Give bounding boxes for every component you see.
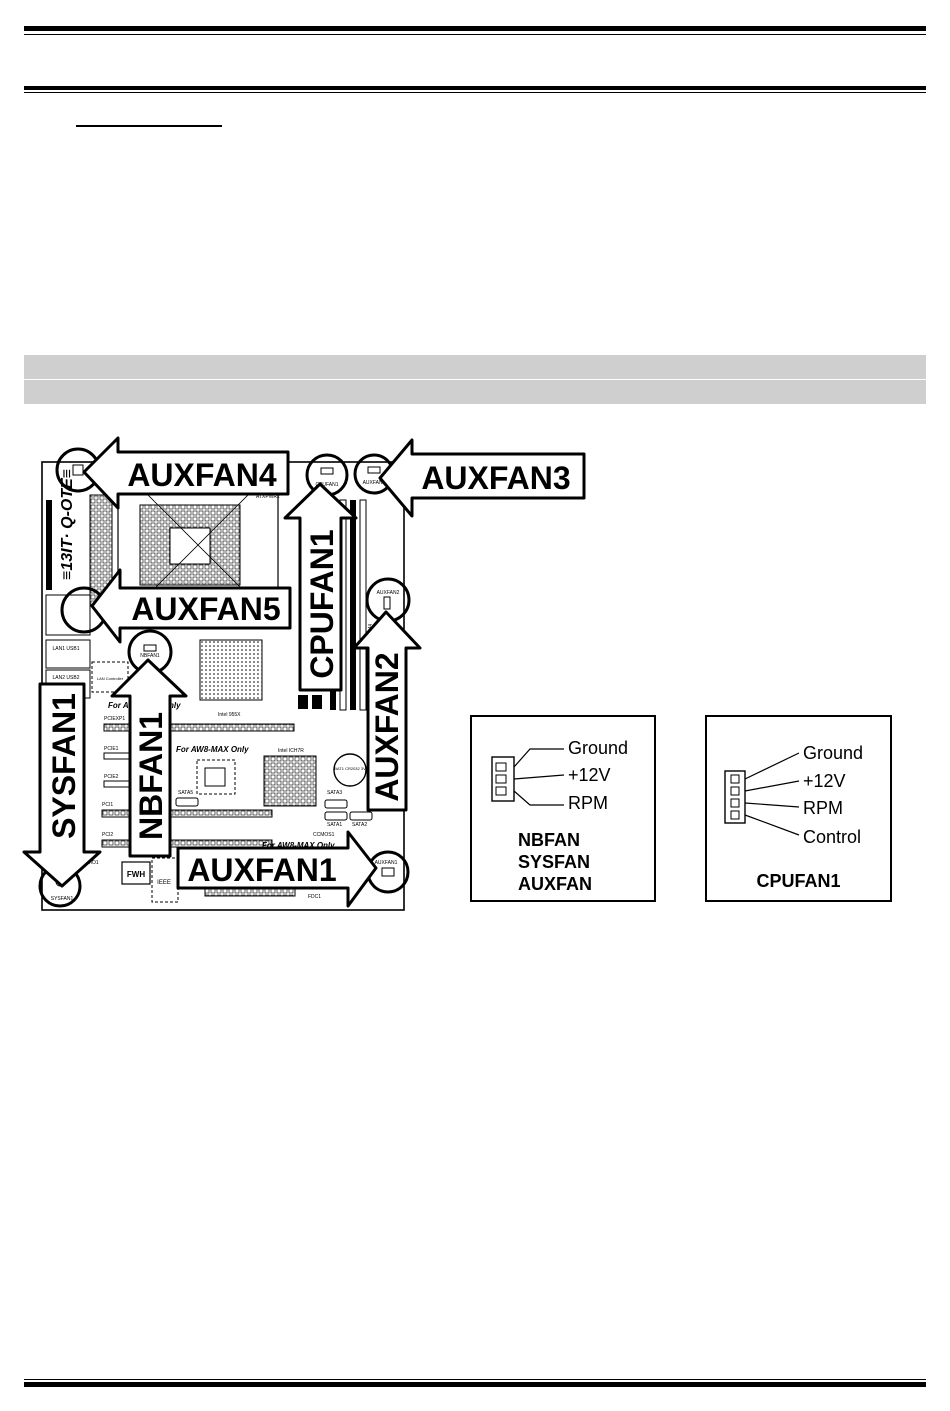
northbridge-heatsink [199, 639, 263, 701]
cpufan1-arrow [283, 482, 358, 692]
auxfan4-arrow [82, 436, 290, 510]
ieee-label: IEEE [157, 880, 171, 886]
top-rule-thin [24, 34, 926, 35]
sata1-port [324, 811, 348, 821]
motherboard-fan-diagram: LAN1 USB1 LAN2 USB2 ≡13IT· Q-OTE≡ ATXPWR… [22, 436, 586, 911]
auxfan1-callout: AUXFAN1 [187, 852, 336, 888]
io-usb [45, 594, 91, 636]
nbfan1-arrow [110, 658, 188, 858]
sata5-label: SATA5 [178, 790, 193, 796]
lan1-label: LAN1 USB1 [53, 646, 80, 652]
southbridge-chip [263, 755, 317, 807]
sata3-port [324, 799, 348, 809]
auxfan2-callout: AUXFAN2 [369, 652, 405, 801]
three-pin-rpm: RPM [568, 793, 608, 813]
four-pin-control: Control [803, 827, 861, 847]
sata5-port [175, 797, 199, 807]
cmos-label: CCMOS1 [313, 832, 335, 838]
auxfan3-callout: AUXFAN3 [421, 460, 570, 496]
sysfan1-callout: SYSFAN1 [46, 693, 82, 839]
bottom-rule-thick [24, 1382, 926, 1387]
four-pin-12v: +12V [803, 771, 846, 791]
dimm-slot-3 [350, 500, 356, 710]
three-pin-name-auxfan: AUXFAN [518, 874, 593, 894]
bottom-rule-thin [24, 1379, 926, 1380]
ich7r-label: Intel ICH7R [278, 748, 304, 754]
four-pin-rpm: RPM [803, 798, 843, 818]
pciex16-label: PCIEXP1 [104, 716, 125, 722]
three-pin-name-sysfan: SYSFAN [518, 852, 591, 872]
lan2-label: LAN2 USB2 [53, 675, 80, 681]
three-pin-names: NBFAN SYSFAN AUXFAN [518, 829, 592, 895]
cpufan1-callout: CPUFAN1 [304, 529, 340, 678]
sysfan1-arrow [22, 682, 102, 888]
auxfan1-arrow [176, 830, 378, 908]
auxfan5-callout: AUXFAN5 [131, 591, 280, 627]
aw8-only-label-3: For AW8-MAX Only [262, 841, 335, 850]
cpu-socket-core [169, 527, 211, 565]
ieee-box [151, 857, 179, 903]
pcie2-label: PCIE2 [104, 774, 119, 780]
cmos-battery [333, 753, 367, 787]
three-pin-ground: Ground [568, 738, 628, 758]
four-pin-connector-diagram: Ground +12V RPM Control [724, 743, 863, 847]
pcie-x16-slot [103, 723, 295, 732]
auxfan2-arrow [352, 610, 422, 812]
top-rule-thick [24, 26, 926, 31]
fwh-label: FWH [127, 870, 145, 879]
header-rule-thin [24, 92, 926, 93]
sata3-label: SATA3 [327, 790, 342, 796]
sata2-label: SATA2 [352, 822, 367, 828]
four-pin-pinout-box: Ground +12V RPM Control CPUFAN1 [705, 715, 892, 902]
sata2-port [349, 811, 373, 821]
auxfan3-small-label: AUXFAN3 [363, 480, 386, 486]
fdc-label: FDC1 [308, 894, 321, 900]
lan-controller-label: LAN Controller [97, 676, 124, 681]
pci1-label: PCI1 [102, 802, 113, 808]
brand-silkscreen: ≡13IT· Q-OTE≡ [59, 469, 76, 580]
three-pin-connector-diagram: Ground +12V RPM [491, 738, 628, 813]
io-port [46, 500, 52, 590]
cpufan1-small-label: CPUFAN1 [315, 482, 338, 488]
auxfan2-small-label: AUXFAN2 [377, 590, 400, 596]
sysfan1-small-label: SYSFAN1 [51, 896, 74, 902]
pcie1-label: PCIE1 [104, 746, 119, 752]
four-pin-name: CPUFAN1 [756, 871, 841, 891]
header-rule-thick [24, 86, 926, 90]
nbfan1-callout: NBFAN1 [133, 712, 169, 840]
aw8-chip-box [196, 759, 236, 795]
atxpwr-label: ATXPWR2 [256, 494, 280, 500]
auxfan3-arrow [378, 438, 586, 518]
fwh-chip [121, 861, 151, 885]
three-pin-pinout-box: Ground +12V RPM NBFAN SYSFAN AUXFAN [470, 715, 656, 902]
section-heading-divider [24, 379, 926, 380]
pci2-label: PCI2 [102, 832, 113, 838]
four-pin-connector [724, 770, 746, 824]
four-pin-ground: Ground [803, 743, 863, 763]
cpu-socket [139, 504, 241, 586]
section-underline [76, 125, 222, 127]
auxfan5-arrow [90, 568, 292, 644]
dimm-slot-4 [359, 499, 367, 711]
aw8-only-label-2: For AW8-MAX Only [176, 745, 249, 754]
intel-955x-label: Intel 955X [218, 712, 241, 718]
three-pin-12v: +12V [568, 765, 611, 785]
auxfan4-callout: AUXFAN4 [127, 457, 277, 493]
nbfan1-small-label: NBFAN1 [140, 653, 160, 659]
io-lan1 [45, 639, 91, 669]
three-pin-name-nbfan: NBFAN [518, 830, 580, 850]
pci1-slot [101, 809, 273, 818]
pci2-slot [101, 839, 273, 848]
auxfan1-small-label: AUXFAN1 [375, 860, 398, 866]
battery-label: BAT1 CR2032 3V [334, 766, 366, 771]
sata1-label: SATA1 [327, 822, 342, 828]
